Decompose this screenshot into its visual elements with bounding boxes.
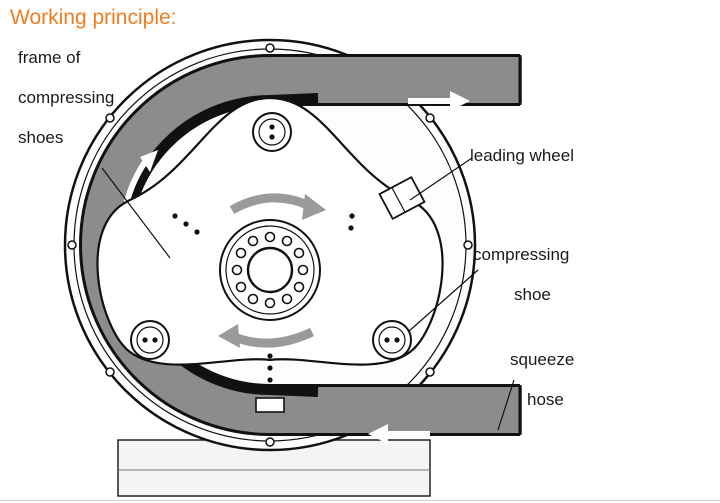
flow-arrow-top bbox=[408, 91, 470, 111]
hose-clamp-bottom bbox=[255, 397, 285, 413]
rotation-arrow-bottom bbox=[218, 324, 314, 348]
bottom-divider bbox=[0, 500, 720, 501]
label-compressing-shoe-line1: compressing bbox=[473, 245, 570, 264]
leader-lines bbox=[101, 157, 515, 431]
pump-base bbox=[117, 439, 431, 497]
roller-left bbox=[130, 320, 170, 360]
roller-right bbox=[372, 320, 412, 360]
label-squeeze-hose-line1: squeeze bbox=[510, 350, 575, 369]
central-hub bbox=[219, 219, 321, 321]
roller-top bbox=[252, 112, 292, 152]
label-frame-of-compressing-shoes-line1: frame of bbox=[18, 48, 81, 67]
label-compressing-shoe-line2: shoe bbox=[514, 285, 551, 304]
page-title: Working principle: bbox=[10, 6, 177, 29]
housing-bolts bbox=[67, 43, 473, 447]
rotor-holes bbox=[172, 213, 355, 383]
rotation-arrow-top bbox=[229, 193, 326, 220]
label-frame-of-compressing-shoes-line3: shoes bbox=[18, 128, 64, 147]
flow-arrow-bottom bbox=[368, 424, 430, 444]
leading-wheel bbox=[378, 175, 426, 221]
hub-bolt-holes bbox=[231, 231, 309, 309]
label-squeeze-hose-line2: hose bbox=[527, 390, 564, 409]
label-frame-of-compressing-shoes-line2: compressing bbox=[18, 88, 115, 107]
label-leading-wheel: leading wheel bbox=[470, 146, 574, 165]
